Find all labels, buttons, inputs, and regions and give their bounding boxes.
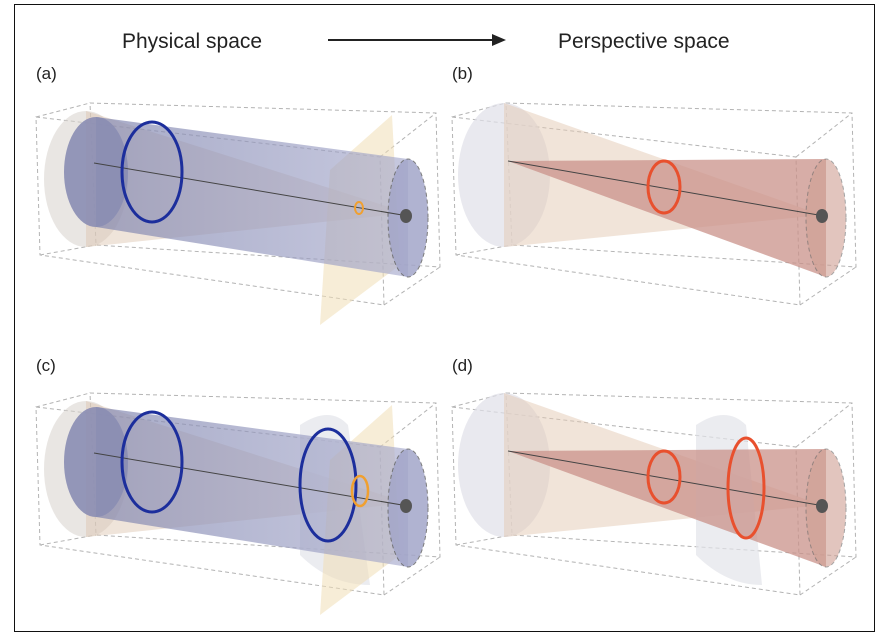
right-arrow-icon	[328, 34, 506, 46]
cylinder-body	[96, 117, 408, 277]
eye-point	[816, 209, 828, 223]
red-ring-near	[646, 449, 682, 505]
panel-label-a: (a)	[36, 64, 57, 83]
optical-axis	[507, 160, 825, 217]
eye-point	[400, 209, 412, 223]
figure-frame	[14, 4, 875, 632]
orange-ring	[354, 201, 364, 215]
blue-ring-far	[298, 427, 358, 543]
panel-a-diagram	[35, 102, 441, 325]
blue-ring-near	[120, 410, 184, 514]
panel-label-c: (c)	[36, 356, 56, 375]
panel-b-diagram	[451, 102, 857, 306]
eye-point	[400, 499, 412, 513]
cylinder-body	[96, 407, 408, 567]
optical-axis	[507, 450, 825, 507]
blue-ring	[120, 120, 184, 224]
panel-label-b: (b)	[452, 64, 473, 83]
cylinder-back-cap	[64, 117, 128, 227]
perspective-space-title: Perspective space	[558, 30, 730, 53]
orange-ring	[350, 474, 370, 508]
red-ring	[646, 159, 682, 215]
perspective-cone	[508, 159, 826, 277]
panel-label-d: (d)	[452, 356, 473, 375]
eye-point	[816, 499, 828, 513]
panel-d-diagram	[451, 392, 857, 596]
cylinder-back-cap	[64, 407, 128, 517]
red-ring-far	[726, 436, 766, 540]
panel-c-diagram	[35, 392, 441, 615]
physical-space-title: Physical space	[122, 30, 263, 53]
